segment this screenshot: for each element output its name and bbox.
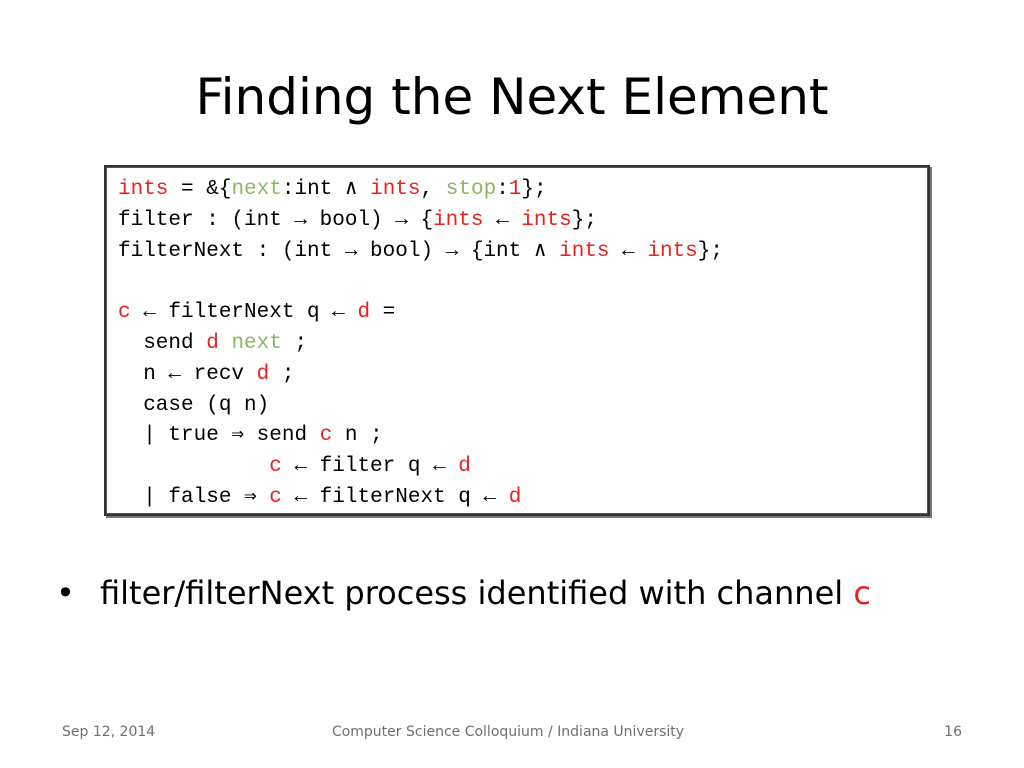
code-token: next	[231, 331, 282, 355]
code-token: c	[269, 485, 282, 509]
code-token: ints	[118, 178, 169, 201]
code-token: ,	[420, 178, 446, 201]
code-line: filterNext : (int → bool) → {int ∧ ints …	[118, 237, 723, 268]
code-token: :int ∧	[281, 178, 371, 201]
code-token: c	[319, 424, 333, 448]
code-token	[219, 332, 232, 355]
code-token: ;	[269, 362, 295, 386]
code-token: ← filterNext q ←	[130, 301, 358, 325]
code-token: =	[370, 301, 396, 325]
code-line: c ← filterNext q ← d =	[118, 298, 723, 329]
code-token: | true ⇒ send	[118, 424, 320, 448]
code-line: | false ⇒ c ← filterNext q ← d	[118, 483, 723, 514]
code-token: c	[269, 455, 282, 479]
code-token: case (q n)	[118, 393, 270, 417]
footer-date: Sep 12, 2014	[62, 724, 156, 740]
page-number: 16	[944, 724, 962, 740]
code-token: ← filter q ←	[281, 455, 459, 479]
slide-title: Finding the Next Element	[195, 68, 829, 126]
code-token: d	[256, 362, 270, 386]
code-token: send	[118, 331, 207, 355]
bullet-text: filter/filterNext process identified wit…	[100, 574, 854, 612]
code-token: :	[496, 178, 509, 201]
code-line: c ← filter q ← d	[118, 452, 723, 483]
code-line: filter : (int → bool) → {ints ← ints};	[118, 206, 723, 237]
code-token: ints	[433, 208, 484, 232]
code-token: ints	[370, 178, 421, 201]
code-token: n ← recv	[118, 362, 257, 386]
code-line: case (q n)	[118, 391, 723, 422]
code-token: filter : (int → bool) → {	[118, 208, 434, 232]
code-token: };	[571, 208, 597, 232]
code-line	[118, 267, 723, 298]
code-token	[118, 455, 269, 478]
code-token: ints	[559, 239, 610, 263]
bullet-marker: •	[56, 574, 75, 612]
code-line: n ← recv d ;	[118, 360, 723, 391]
code-token: };	[521, 178, 547, 201]
code-token: 1	[508, 178, 522, 201]
code-token: | false ⇒	[118, 485, 270, 509]
code-token: d	[357, 301, 371, 325]
code-token: ints	[647, 239, 698, 263]
code-token: c	[118, 301, 131, 325]
code-listing: ints = &{next:int ∧ ints, stop:1};filter…	[118, 175, 723, 514]
code-token: n ;	[332, 424, 383, 448]
code-token: ;	[281, 331, 308, 355]
code-token: next	[231, 178, 282, 201]
bullet-item: • filter/filterNext process identified wi…	[56, 570, 871, 616]
code-line: send d next ;	[118, 329, 723, 360]
code-token: filterNext : (int → bool) → {int ∧	[118, 239, 560, 263]
code-token: d	[508, 485, 522, 509]
code-token: };	[697, 239, 723, 263]
code-token: d	[206, 331, 219, 355]
code-line: | true ⇒ send c n ;	[118, 421, 723, 452]
bullet-channel-name: c	[853, 574, 871, 612]
code-token: d	[458, 455, 471, 479]
code-token: ints	[521, 208, 572, 232]
code-token: = &{	[168, 178, 232, 201]
code-line: ints = &{next:int ∧ ints, stop:1};	[118, 175, 723, 206]
footer-center-text: Computer Science Colloquium / Indiana Un…	[331, 724, 685, 740]
code-token: ←	[609, 239, 648, 263]
code-token: ← filterNext q ←	[281, 485, 509, 509]
code-token: stop	[445, 178, 497, 201]
code-token: ←	[483, 208, 522, 232]
code-box: ints = &{next:int ∧ ints, stop:1};filter…	[104, 165, 930, 516]
